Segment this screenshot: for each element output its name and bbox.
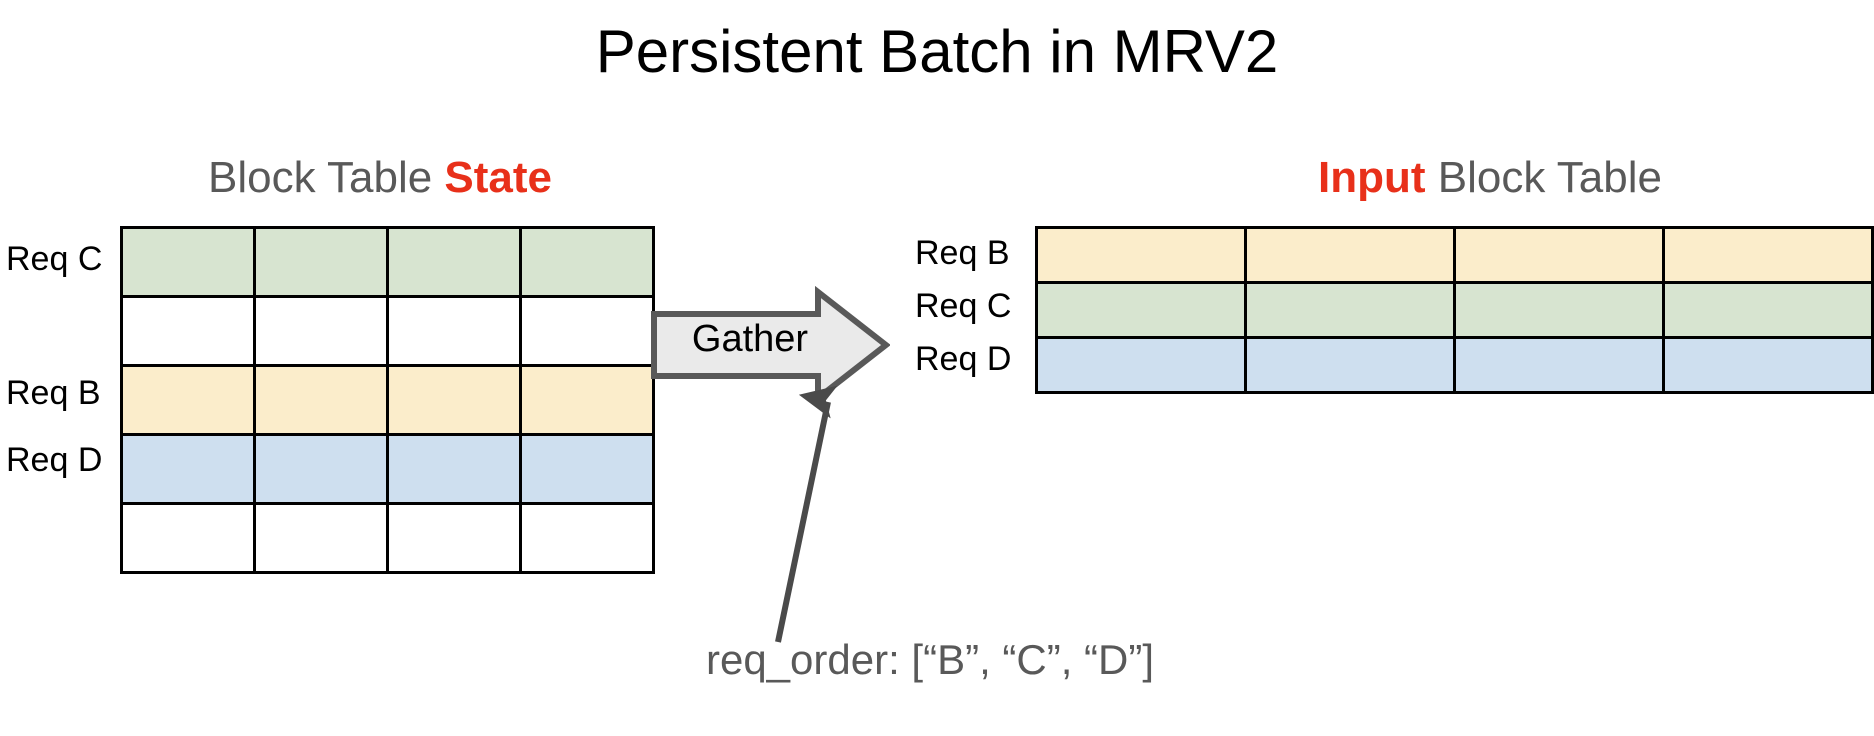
input-block-table-cell: [1453, 281, 1665, 339]
row-label-req-b: Req B: [915, 234, 1010, 272]
block-table-state-cell: [386, 295, 522, 367]
right-heading-accent: Input: [1318, 153, 1426, 202]
block-table-state-cell: [386, 433, 522, 505]
input-block-table-cell: [1662, 281, 1874, 339]
right-heading-suffix: Block Table: [1425, 153, 1662, 202]
left-panel-heading: Block Table State: [120, 152, 640, 204]
table-row: [120, 295, 655, 367]
block-table-state-cell: [253, 433, 389, 505]
block-table-state-cell: [253, 502, 389, 574]
row-label-req-c: Req C: [6, 240, 103, 278]
input-block-table-cell: [1453, 226, 1665, 284]
input-block-table-cell: [1453, 336, 1665, 394]
block-table-state-cell: [519, 502, 655, 574]
input-block-table-cell: [1244, 281, 1456, 339]
block-table-state-cell: [519, 364, 655, 436]
input-block-table-cell: [1662, 226, 1874, 284]
input-block-table-body: [1035, 226, 1874, 394]
row-label-req-c: Req C: [915, 287, 1012, 325]
block-table-state-cell: [120, 433, 256, 505]
table-row: [120, 433, 655, 505]
row-label-req-b: Req B: [6, 374, 101, 412]
right-panel-heading: Input Block Table: [1120, 152, 1860, 204]
input-block-table-cell: [1035, 226, 1247, 284]
block-table-state-cell: [253, 364, 389, 436]
input-block-table-cell: [1244, 336, 1456, 394]
input-block-table: [1035, 226, 1874, 394]
block-table-state-cell: [120, 226, 256, 298]
block-table-state-cell: [519, 226, 655, 298]
block-table-state-cell: [386, 364, 522, 436]
block-table-state-cell: [386, 226, 522, 298]
block-table-state-cell: [253, 226, 389, 298]
table-row: [120, 502, 655, 574]
block-table-state-cell: [386, 502, 522, 574]
block-table-state-cell: [120, 295, 256, 367]
block-arrow-right-icon: [651, 286, 890, 404]
table-row: [1035, 226, 1874, 284]
arrow-up-right-icon: [775, 385, 838, 643]
row-label-req-d: Req D: [915, 340, 1012, 378]
input-block-table-cell: [1244, 226, 1456, 284]
table-row: [120, 364, 655, 436]
row-label-req-d: Req D: [6, 441, 103, 479]
input-block-table-cell: [1035, 281, 1247, 339]
block-table-state-cell: [519, 433, 655, 505]
left-heading-prefix: Block Table: [207, 153, 445, 202]
page-title: Persistent Batch in MRV2: [595, 18, 1279, 85]
req-order-caption: req_order: [“B”, “C”, “D”]: [705, 636, 1155, 683]
table-row: [1035, 281, 1874, 339]
table-row: [120, 226, 655, 298]
block-table-state-cell: [120, 364, 256, 436]
block-table-state-cell: [120, 502, 256, 574]
table-row: [1035, 336, 1874, 394]
block-table-state-cell: [519, 295, 655, 367]
block-table-state-body: [120, 226, 655, 574]
block-table-state: [120, 226, 655, 574]
input-block-table-cell: [1035, 336, 1247, 394]
block-table-state-cell: [253, 295, 389, 367]
left-heading-accent: State: [444, 153, 553, 202]
input-block-table-cell: [1662, 336, 1874, 394]
